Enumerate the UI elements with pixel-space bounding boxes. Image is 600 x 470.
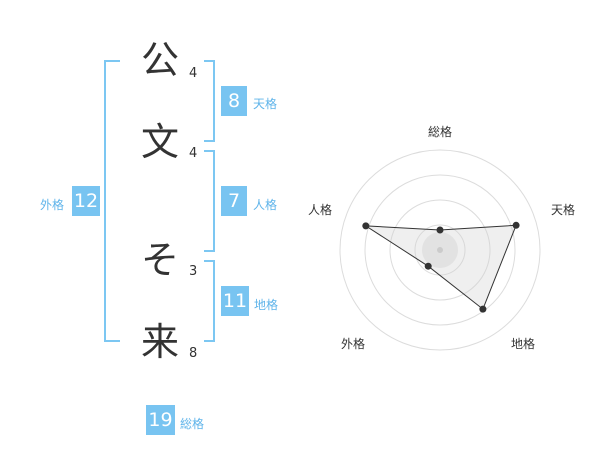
jinkaku-label: 人格 <box>253 198 278 212</box>
stroke-count-1: 4 <box>189 66 198 81</box>
radar-label-soukaku: 総格 <box>428 125 453 139</box>
radar-point-3 <box>479 305 487 313</box>
tenkaku-value: 8 <box>221 86 247 116</box>
radar-shape <box>363 224 517 310</box>
radar-label-chikaku: 地格 <box>511 337 536 351</box>
radar-label-jinkaku: 人格 <box>308 203 333 217</box>
radar-point-4 <box>424 262 432 270</box>
gaikaku-bracket <box>104 60 120 342</box>
name-char-4: 来 <box>140 320 179 364</box>
chikaku-value: 11 <box>221 286 249 316</box>
stroke-count-4: 8 <box>189 346 198 361</box>
name-char-3: そ <box>140 238 179 282</box>
stroke-count-2: 4 <box>189 146 198 161</box>
chikaku-label: 地格 <box>254 298 279 312</box>
radar-ring <box>339 149 541 351</box>
jinkaku-bracket <box>204 150 215 252</box>
name-char-1: 公 <box>140 38 179 82</box>
jinkaku-value: 7 <box>221 186 247 216</box>
stroke-count-3: 3 <box>189 264 198 279</box>
name-char-2: 文 <box>140 120 179 164</box>
radar-point-2 <box>512 221 520 229</box>
tenkaku-label: 天格 <box>253 97 278 111</box>
soukaku-label: 総格 <box>180 417 205 431</box>
radar-ring <box>364 174 516 326</box>
chikaku-bracket <box>204 260 215 342</box>
soukaku-value: 19 <box>146 405 175 435</box>
gaikaku-label: 外格 <box>40 198 65 212</box>
radar-label-gaikaku: 外格 <box>341 337 366 351</box>
radar-point-1 <box>436 226 444 234</box>
gaikaku-value: 12 <box>72 186 100 216</box>
radar-label-tenkaku: 天格 <box>551 203 576 217</box>
radar-point-5 <box>362 222 370 230</box>
radar-ring <box>389 199 491 301</box>
radar-center-dot <box>437 247 443 253</box>
tenkaku-bracket <box>204 60 215 142</box>
